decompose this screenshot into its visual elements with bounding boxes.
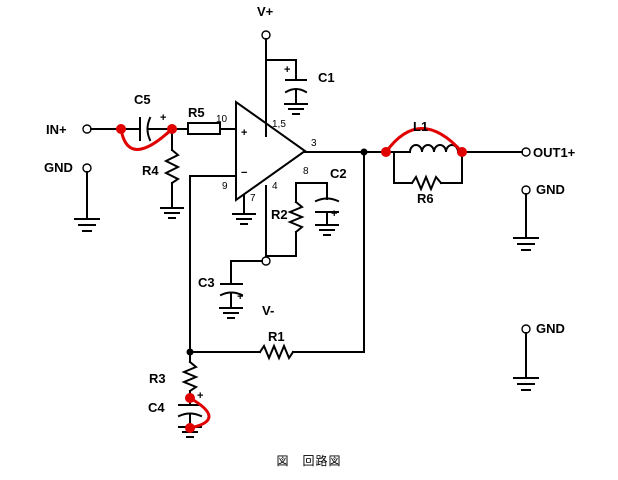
- gnd-right-top-label: GND: [536, 182, 565, 197]
- vplus-label: V+: [257, 4, 274, 19]
- c3-label: C3: [198, 275, 215, 290]
- pin-10: 10: [216, 114, 228, 125]
- resistor-r6: [410, 174, 443, 192]
- c2-plus-sign: +: [331, 208, 337, 220]
- resistor-r1: [258, 343, 295, 361]
- c4-plus-sign: +: [197, 390, 203, 402]
- r5-label: R5: [188, 105, 205, 120]
- opamp-plus-sign: +: [241, 127, 247, 139]
- vplus-terminal: [261, 30, 271, 40]
- gnd-left-label: GND: [44, 160, 73, 175]
- r4-label: R4: [142, 163, 159, 178]
- r3-label: R3: [149, 371, 166, 386]
- opamp-minus-sign: −: [241, 167, 247, 179]
- resistor-r2: [287, 200, 305, 234]
- pin-1-5: 1,5: [272, 119, 286, 130]
- r1-label: R1: [268, 329, 285, 344]
- c5-label: C5: [134, 92, 151, 107]
- pin-4: 4: [272, 181, 278, 192]
- pin-3: 3: [311, 138, 317, 149]
- opamp: [235, 100, 307, 202]
- c1-label: C1: [318, 70, 335, 85]
- pin7-ground: [232, 194, 256, 225]
- gnd-right-top: [513, 185, 539, 251]
- vminus-rail: [230, 182, 328, 283]
- jumper-l1: [381, 127, 467, 157]
- pin-8: 8: [303, 166, 309, 177]
- r6-label: R6: [417, 191, 434, 206]
- figure-caption: 図 回路図: [276, 454, 342, 468]
- vminus-label: V-: [262, 303, 274, 318]
- out1-plus-terminal: [521, 147, 531, 157]
- c1-plus-sign: +: [284, 64, 290, 76]
- capacitor-c3: [219, 283, 244, 319]
- out1-plus-label: OUT1+: [533, 145, 576, 160]
- input-section: [82, 116, 237, 219]
- inductor-l1: [393, 144, 463, 153]
- capacitor-c1: [284, 79, 308, 115]
- r2-label: R2: [271, 207, 288, 222]
- pin-7: 7: [250, 193, 256, 204]
- c5-plus-sign: +: [160, 112, 166, 124]
- feedback-network: [181, 175, 365, 404]
- gnd-right-bottom-label: GND: [536, 321, 565, 336]
- c4-label: C4: [148, 400, 165, 415]
- in-plus-label: IN+: [46, 122, 67, 137]
- jumper-c5: [116, 124, 177, 151]
- jumper-c4: [185, 393, 211, 433]
- capacitor-c2: [314, 197, 340, 236]
- c3-plus-sign: +: [237, 291, 243, 303]
- l1-label: L1: [413, 119, 428, 134]
- c2-label: C2: [330, 166, 347, 181]
- output-section: [304, 144, 531, 353]
- vminus-terminal: [261, 256, 271, 266]
- vplus-rail: [261, 30, 297, 137]
- gnd-left: [74, 163, 100, 232]
- in-plus-terminal: [82, 124, 92, 134]
- gnd-right-bottom: [513, 324, 539, 391]
- resistor-r3: [181, 360, 199, 393]
- resistor-r4: [163, 148, 181, 185]
- pin-9: 9: [222, 181, 228, 192]
